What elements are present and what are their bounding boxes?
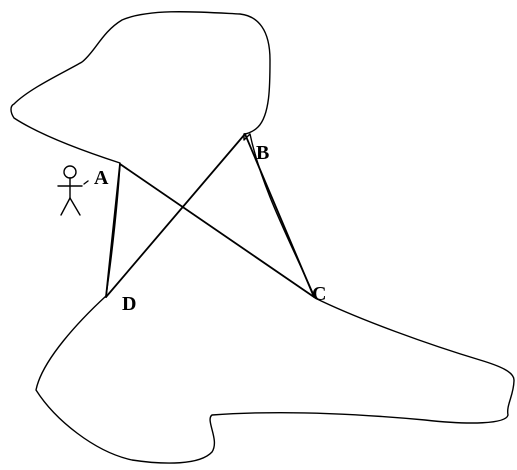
point-label-a: A xyxy=(94,167,109,189)
segment-ac xyxy=(119,163,315,298)
segment-bd xyxy=(105,133,246,298)
point-label-d: D xyxy=(122,293,136,315)
segment-bc xyxy=(244,133,315,298)
segment-ad xyxy=(105,163,121,298)
point-label-c: C xyxy=(312,283,326,305)
region-outline xyxy=(10,11,515,464)
person-icon xyxy=(57,165,89,216)
point-label-b: B xyxy=(256,142,269,164)
